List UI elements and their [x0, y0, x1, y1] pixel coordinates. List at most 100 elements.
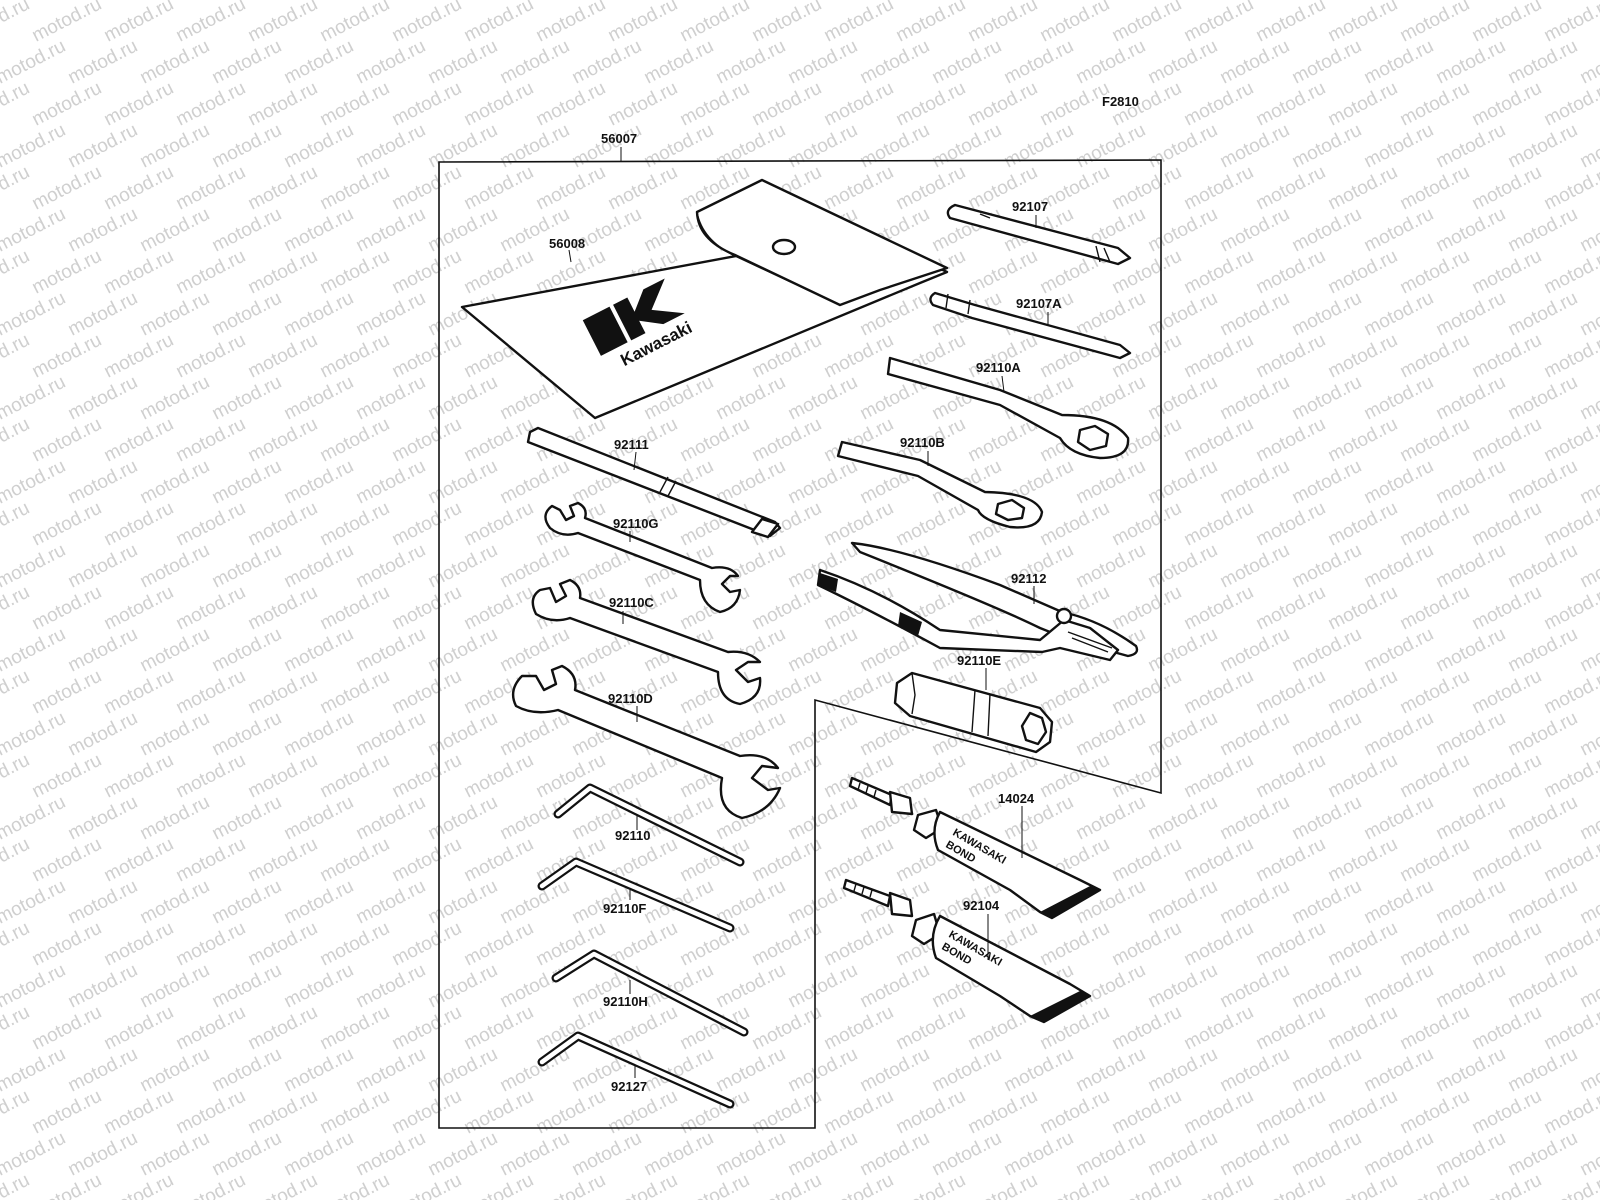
- watermark-text: motod.ru: [1073, 708, 1149, 761]
- watermark-text: motod.ru: [1253, 834, 1329, 887]
- watermark-text: motod.ru: [0, 960, 69, 1013]
- watermark-text: motod.ru: [353, 624, 429, 677]
- watermark-text: motod.ru: [389, 78, 465, 131]
- watermark-text: motod.ru: [425, 1044, 501, 1097]
- watermark-text: motod.ru: [173, 666, 249, 719]
- hex-key-92127: [537, 1031, 735, 1109]
- watermark-text: motod.ru: [1145, 1128, 1221, 1181]
- watermark-text: motod.ru: [1397, 498, 1473, 551]
- watermark-text: motod.ru: [353, 876, 429, 929]
- watermark-text: motod.ru: [1433, 288, 1509, 341]
- watermark-text: motod.ru: [1397, 162, 1473, 215]
- watermark-text: motod.ru: [1325, 162, 1401, 215]
- tool-bag: Kawasaki: [460, 178, 949, 420]
- watermark-text: motod.ru: [173, 582, 249, 635]
- watermark-text: motod.ru: [245, 750, 321, 803]
- watermark-text: motod.ru: [641, 120, 717, 173]
- watermark-text: motod.ru: [65, 876, 141, 929]
- watermark-text: motod.ru: [1361, 708, 1437, 761]
- watermark-text: motod.ru: [1073, 288, 1149, 341]
- watermark-text: motod.ru: [389, 750, 465, 803]
- watermark-text: motod.ru: [1145, 624, 1221, 677]
- watermark-text: motod.ru: [353, 1128, 429, 1181]
- watermark-text: motod.ru: [173, 0, 249, 46]
- watermark-text: motod.ru: [1001, 1128, 1077, 1181]
- watermark-text: motod.ru: [1505, 36, 1581, 89]
- watermark-text: motod.ru: [1073, 456, 1149, 509]
- watermark-text: motod.ru: [245, 0, 321, 46]
- watermark-text: motod.ru: [0, 456, 69, 509]
- watermark-text: motod.ru: [641, 36, 717, 89]
- watermark-text: motod.ru: [425, 960, 501, 1013]
- watermark-text: motod.ru: [1325, 498, 1401, 551]
- watermark-text: motod.ru: [497, 960, 573, 1013]
- watermark-text: motod.ru: [785, 456, 861, 509]
- watermark-text: motod.ru: [461, 1086, 537, 1139]
- watermark-text: motod.ru: [569, 36, 645, 89]
- watermark-text: motod.ru: [1217, 1044, 1293, 1097]
- watermark-text: motod.ru: [209, 204, 285, 257]
- watermark-text: motod.ru: [749, 1002, 825, 1055]
- watermark-text: motod.ru: [317, 414, 393, 467]
- watermark-text: motod.ru: [29, 666, 105, 719]
- watermark-text: motod.ru: [785, 372, 861, 425]
- watermark-text: motod.ru: [929, 120, 1005, 173]
- watermark-text: motod.ru: [317, 330, 393, 383]
- watermark-text: motod.ru: [713, 372, 789, 425]
- toolkit-frame: [438, 159, 1162, 1129]
- watermark-text: motod.ru: [461, 0, 537, 46]
- watermark-text: motod.ru: [1001, 1044, 1077, 1097]
- watermark-text: motod.ru: [101, 246, 177, 299]
- watermark-text: motod.ru: [1469, 498, 1545, 551]
- watermark-text: motod.ru: [1577, 792, 1600, 845]
- watermark-text: motod.ru: [461, 750, 537, 803]
- watermark-text: motod.ru: [821, 1086, 897, 1139]
- ring-spanner-b: [836, 440, 1044, 529]
- watermark-text: motod.ru: [1217, 876, 1293, 929]
- watermark-text: motod.ru: [173, 246, 249, 299]
- watermark-text: motod.ru: [1397, 1086, 1473, 1139]
- watermark-text: motod.ru: [1181, 0, 1257, 46]
- watermark-text: motod.ru: [1181, 918, 1257, 971]
- watermark-text: motod.ru: [0, 1128, 69, 1181]
- watermark-text: motod.ru: [1289, 372, 1365, 425]
- watermark-text: motod.ru: [281, 708, 357, 761]
- watermark-text: motod.ru: [29, 330, 105, 383]
- watermark-text: motod.ru: [749, 414, 825, 467]
- watermark-text: motod.ru: [245, 1086, 321, 1139]
- watermark-text: motod.ru: [425, 876, 501, 929]
- watermark-text: motod.ru: [929, 1128, 1005, 1181]
- watermark-text: motod.ru: [137, 288, 213, 341]
- watermark-text: motod.ru: [425, 372, 501, 425]
- watermark-text: motod.ru: [569, 1128, 645, 1181]
- watermark-text: motod.ru: [533, 1086, 609, 1139]
- watermark-text: motod.ru: [893, 78, 969, 131]
- watermark-text: motod.ru: [1325, 1170, 1401, 1200]
- bond-tube-92104: KAWASAKI BOND: [842, 878, 1092, 1024]
- watermark-text: motod.ru: [1253, 78, 1329, 131]
- watermark-text: motod.ru: [1217, 792, 1293, 845]
- watermark-text: motod.ru: [1145, 288, 1221, 341]
- watermark-text: motod.ru: [497, 456, 573, 509]
- watermark-text: motod.ru: [389, 1086, 465, 1139]
- watermark-text: motod.ru: [29, 498, 105, 551]
- watermark-text: motod.ru: [65, 792, 141, 845]
- watermark-text: motod.ru: [1397, 0, 1473, 46]
- watermark-text: motod.ru: [1217, 540, 1293, 593]
- watermark-text: motod.ru: [389, 0, 465, 46]
- label-56007: 56007: [601, 131, 637, 146]
- watermark-text: motod.ru: [497, 792, 573, 845]
- ring-spanner-a: [886, 356, 1130, 460]
- watermark-text: motod.ru: [245, 246, 321, 299]
- watermark-text: motod.ru: [245, 834, 321, 887]
- watermark-text: motod.ru: [281, 456, 357, 509]
- watermark-text: motod.ru: [1469, 78, 1545, 131]
- watermark-text: motod.ru: [1217, 624, 1293, 677]
- watermark-text: motod.ru: [1181, 750, 1257, 803]
- watermark-text: motod.ru: [281, 372, 357, 425]
- watermark-text: motod.ru: [1505, 708, 1581, 761]
- watermark-text: motod.ru: [281, 1044, 357, 1097]
- watermark-text: motod.ru: [965, 1086, 1041, 1139]
- watermark-text: motod.ru: [389, 1170, 465, 1200]
- watermark-text: motod.ru: [1325, 666, 1401, 719]
